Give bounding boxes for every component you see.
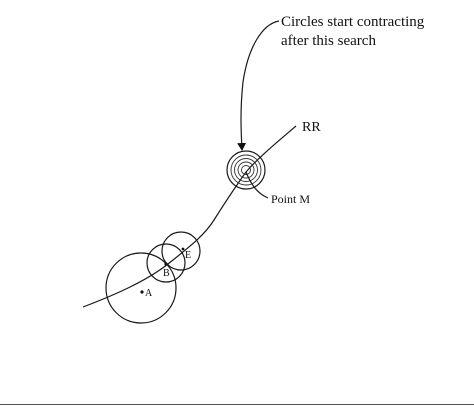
- concentric-ring-1: [226, 150, 266, 190]
- concentric-ring-5: [241, 165, 251, 175]
- search-circle-e: [161, 231, 201, 271]
- concentric-circles-m: [226, 150, 266, 190]
- point-a-dot: [140, 290, 144, 294]
- point-e-dot: [181, 247, 185, 251]
- concentric-ring-2: [230, 154, 262, 186]
- bottom-rule: [0, 404, 474, 405]
- search-circle-a: [105, 252, 177, 324]
- concentric-ring-3: [234, 158, 258, 182]
- point-e-label: E: [185, 250, 191, 261]
- route-curve-rr: [82, 125, 297, 308]
- callout-text-line-1: Circles start contracting: [281, 14, 425, 30]
- point-m-leader: [245, 171, 269, 199]
- search-circle-b: [146, 243, 186, 283]
- point-m-label: Point M: [271, 192, 310, 206]
- point-b-dot: [164, 262, 168, 266]
- callout-text-line-2: after this search: [281, 33, 376, 49]
- callout-arrow: [237, 20, 280, 151]
- concentric-ring-4: [237, 161, 255, 179]
- point-a-label: A: [145, 288, 153, 299]
- point-b-label: B: [163, 268, 170, 279]
- route-label-rr: RR: [302, 120, 321, 135]
